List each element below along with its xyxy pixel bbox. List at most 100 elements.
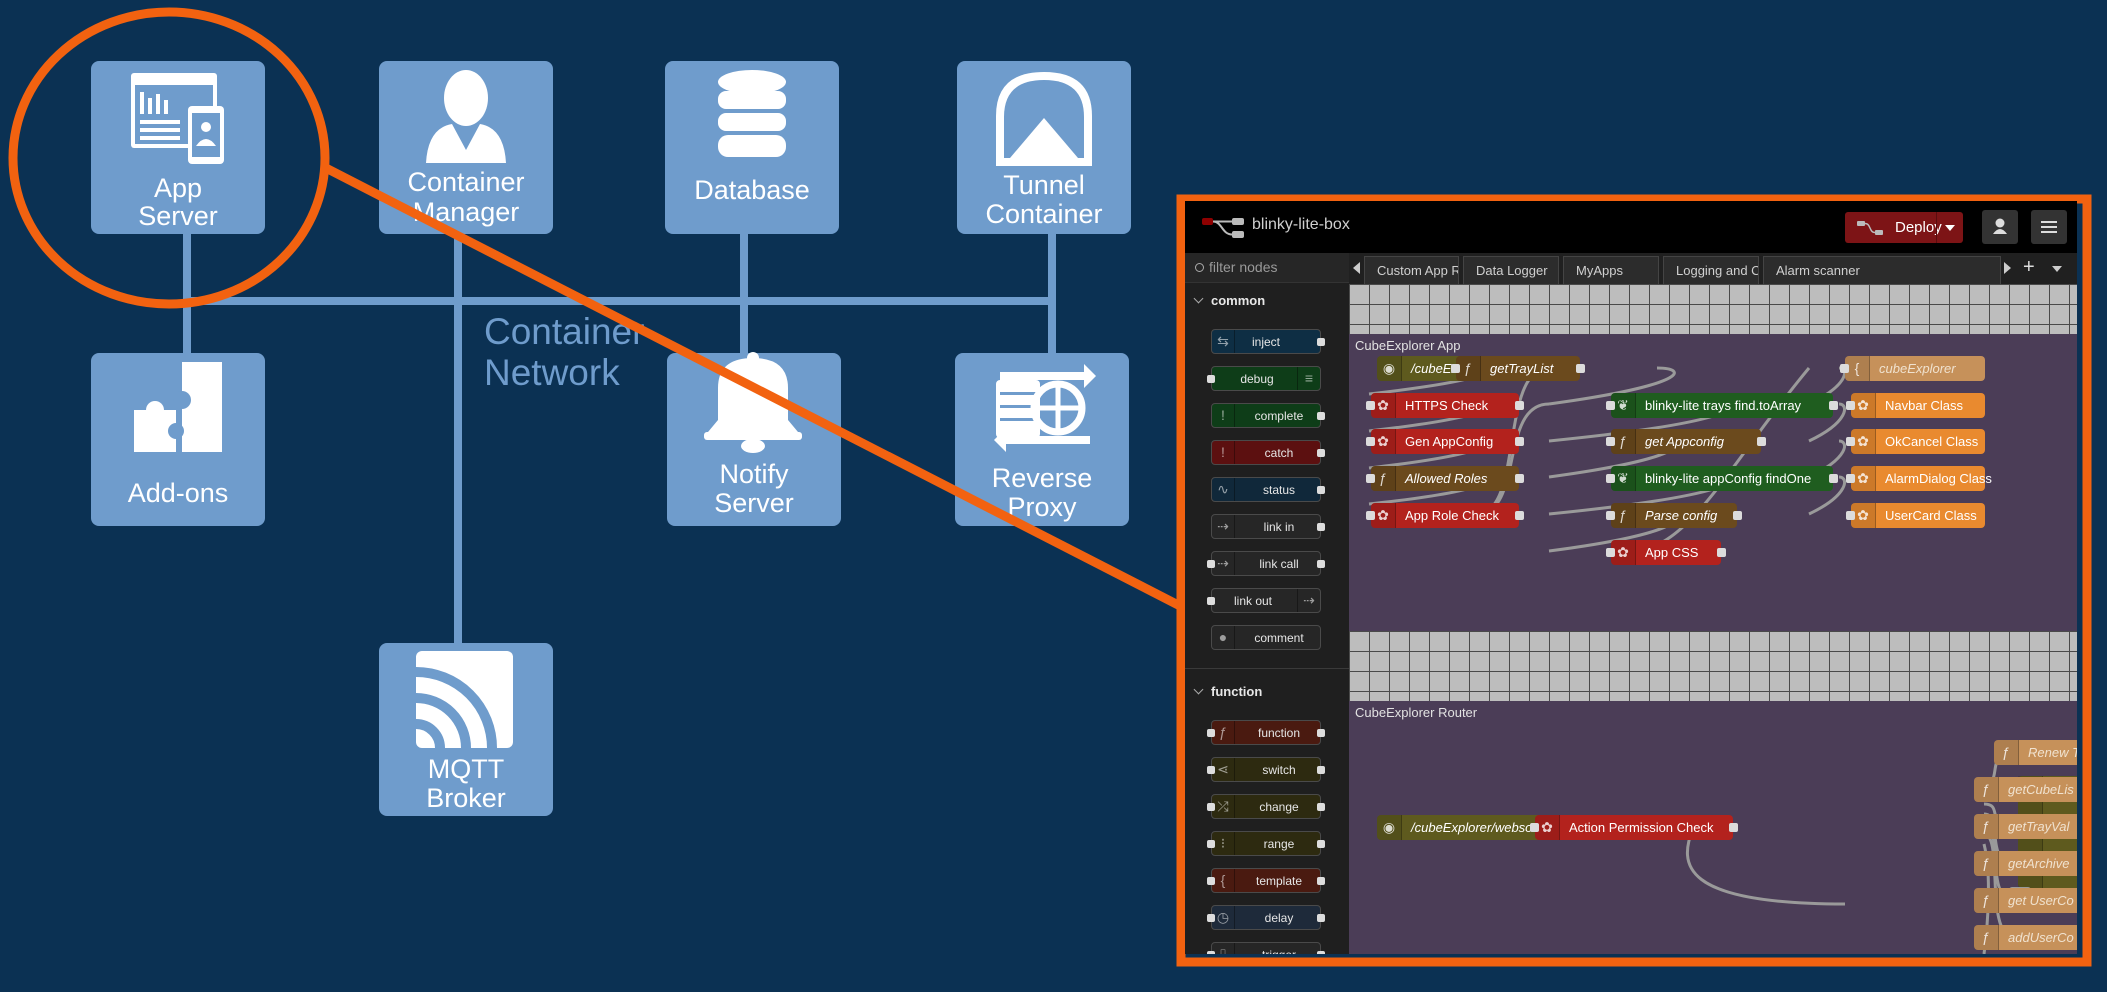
add-tab-icon[interactable]: + xyxy=(2023,256,2035,278)
input-port[interactable] xyxy=(1840,364,1849,373)
input-port[interactable] xyxy=(1207,914,1215,922)
input-port[interactable] xyxy=(1451,364,1460,373)
palette-node-range[interactable]: ⁝range xyxy=(1207,831,1325,856)
input-port[interactable] xyxy=(1207,840,1215,848)
input-port[interactable] xyxy=(1846,437,1855,446)
input-port[interactable] xyxy=(1606,548,1615,557)
flow-node-gen-appconfig[interactable]: ✿Gen AppConfig xyxy=(1366,429,1524,454)
input-port[interactable] xyxy=(1366,474,1375,483)
input-port[interactable] xyxy=(1366,401,1375,410)
output-port[interactable] xyxy=(1829,474,1838,483)
output-port[interactable] xyxy=(1317,951,1325,954)
input-port[interactable] xyxy=(1207,951,1215,954)
output-port[interactable] xyxy=(1317,486,1325,494)
input-port[interactable] xyxy=(1846,401,1855,410)
palette-node-link-out[interactable]: ⇢link out xyxy=(1207,588,1321,613)
input-port[interactable] xyxy=(1207,597,1215,605)
output-port[interactable] xyxy=(1515,474,1524,483)
palette-node-trigger[interactable]: ⎍trigger xyxy=(1207,942,1325,954)
output-port[interactable] xyxy=(1317,449,1325,457)
output-port[interactable] xyxy=(1733,511,1742,520)
input-port[interactable] xyxy=(1207,560,1215,568)
input-port[interactable] xyxy=(1366,437,1375,446)
input-port[interactable] xyxy=(1530,823,1539,832)
output-port[interactable] xyxy=(1515,511,1524,520)
output-port[interactable] xyxy=(1515,401,1524,410)
output-port[interactable] xyxy=(1317,523,1325,531)
input-port[interactable] xyxy=(1207,729,1215,737)
tab-logging[interactable]: Logging and Creder xyxy=(1663,256,1759,284)
category-function[interactable]: function xyxy=(1193,684,1262,699)
flow-node-app-css[interactable]: ✿App CSS xyxy=(1606,540,1726,565)
category-common[interactable]: common xyxy=(1193,293,1265,308)
tab-scroll-left-icon[interactable] xyxy=(1353,262,1360,274)
palette-node-status[interactable]: ∿status xyxy=(1211,477,1325,502)
flow-node-action-permission-check[interactable]: ✿Action Permission Check xyxy=(1530,815,1738,840)
main-menu-button[interactable] xyxy=(2031,210,2067,244)
flow-node-alarmdialog-class[interactable]: ✿AlarmDialog Class xyxy=(1846,466,1992,491)
tab-myapps[interactable]: MyApps xyxy=(1563,256,1659,284)
input-port[interactable] xyxy=(1207,766,1215,774)
flow-node-cubeexplorer-template[interactable]: {cubeExplorer xyxy=(1840,356,1985,381)
output-port[interactable] xyxy=(1317,338,1325,346)
output-port[interactable] xyxy=(1317,803,1325,811)
palette-node-change[interactable]: ⤮change xyxy=(1207,794,1325,819)
deploy-button[interactable]: Deploy xyxy=(1845,212,1963,243)
flow-node-trays-find[interactable]: ❦blinky-lite trays find.toArray xyxy=(1606,393,1838,418)
palette-node-delay[interactable]: ◷delay xyxy=(1207,905,1325,930)
flow-node-app-role-check[interactable]: ✿App Role Check xyxy=(1366,503,1524,528)
flow-node-okcancel-class[interactable]: ✿OkCancel Class xyxy=(1846,429,1985,454)
output-port[interactable] xyxy=(1717,548,1726,557)
tab-data-logger[interactable]: Data Logger xyxy=(1463,256,1559,284)
output-port[interactable] xyxy=(1576,364,1585,373)
palette-node-link-call[interactable]: ⇢link call xyxy=(1207,551,1325,576)
palette-node-catch[interactable]: !catch xyxy=(1211,440,1325,465)
flow-node-https-check[interactable]: ✿HTTPS Check xyxy=(1366,393,1524,418)
input-port[interactable] xyxy=(1207,877,1215,885)
output-port[interactable] xyxy=(1317,560,1325,568)
flow-node-usercard-class[interactable]: ✿UserCard Class xyxy=(1846,503,1985,528)
palette-node-link-in[interactable]: ⇢link in xyxy=(1211,514,1325,539)
input-port[interactable] xyxy=(1606,474,1615,483)
input-port[interactable] xyxy=(1366,511,1375,520)
output-port[interactable] xyxy=(1829,401,1838,410)
palette-node-complete[interactable]: !complete xyxy=(1211,403,1325,428)
tab-alarm-scanner[interactable]: Alarm scanner xyxy=(1763,256,2001,284)
flow-workspace[interactable]: CubeExplorer App CubeExplorer Router xyxy=(1349,284,2077,954)
input-port[interactable] xyxy=(1846,511,1855,520)
output-port[interactable] xyxy=(1317,914,1325,922)
input-port[interactable] xyxy=(1207,803,1215,811)
input-port[interactable] xyxy=(1606,401,1615,410)
filter-nodes-input[interactable]: filter nodes xyxy=(1185,253,1349,283)
output-port[interactable] xyxy=(1317,412,1325,420)
palette-node-comment[interactable]: ●comment xyxy=(1211,625,1321,650)
output-port[interactable] xyxy=(1317,729,1325,737)
flow-node-appconfig-findone[interactable]: ❦blinky-lite appConfig findOne xyxy=(1606,466,1838,491)
flow-node-websocket[interactable]: ◉/cubeExplorer/websocket xyxy=(1377,815,1578,840)
output-port[interactable] xyxy=(1317,877,1325,885)
input-port[interactable] xyxy=(1606,437,1615,446)
tab-scroll-right-icon[interactable] xyxy=(2004,262,2011,274)
deploy-dropdown-icon[interactable] xyxy=(1936,212,1963,243)
tab-menu-icon[interactable] xyxy=(2052,266,2062,272)
output-port[interactable] xyxy=(1317,840,1325,848)
user-menu-button[interactable] xyxy=(1982,210,2018,244)
output-port[interactable] xyxy=(1757,437,1766,446)
tab-custom-app-router[interactable]: Custom App Router xyxy=(1364,256,1459,284)
output-port[interactable] xyxy=(1515,437,1524,446)
flow-node-navbar-class[interactable]: ✿Navbar Class xyxy=(1846,393,1985,418)
output-port[interactable] xyxy=(1729,823,1738,832)
output-port[interactable] xyxy=(1317,766,1325,774)
palette-node-inject[interactable]: ⇆inject xyxy=(1211,329,1325,354)
